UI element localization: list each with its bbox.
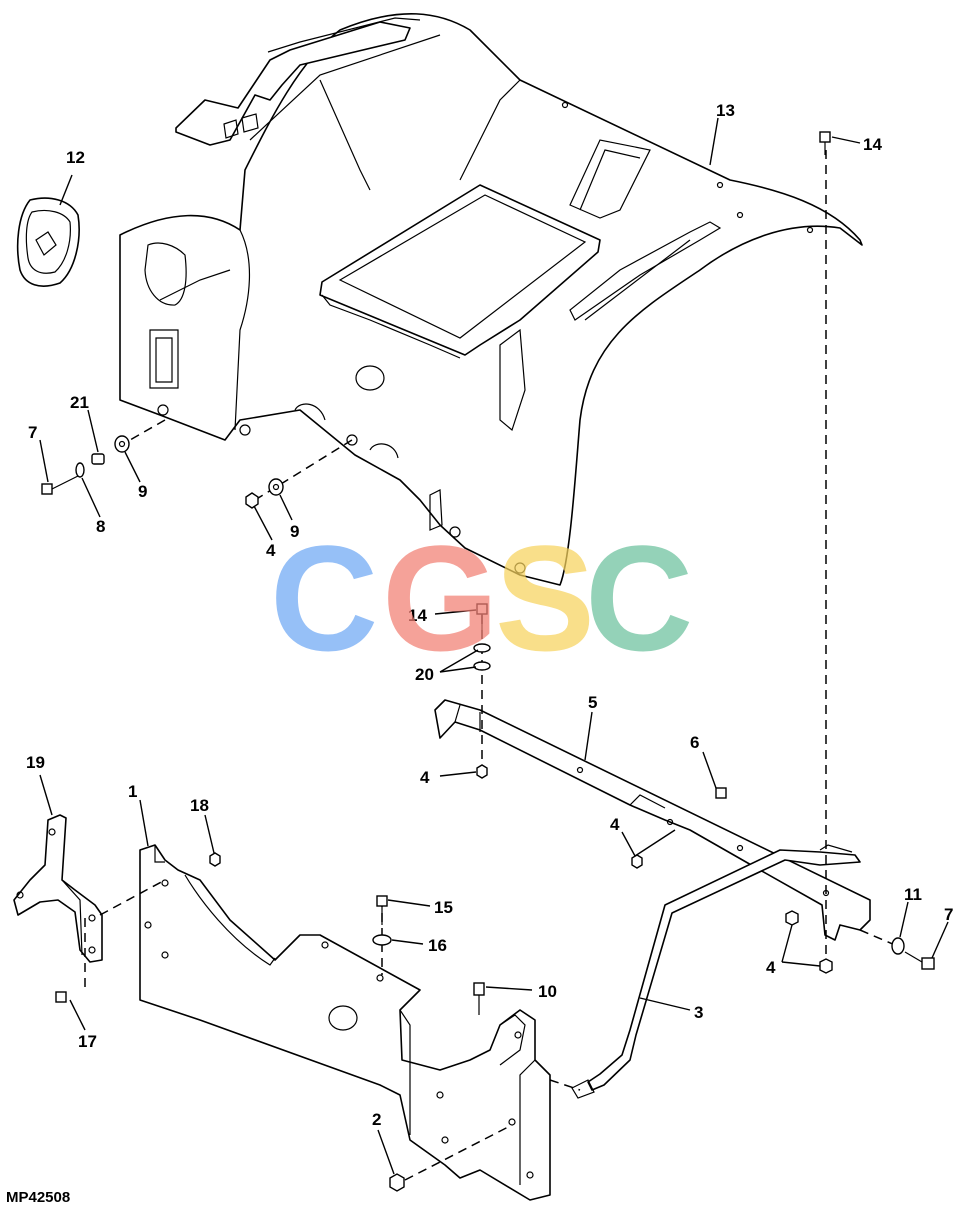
callout-9-right: 9 [290,522,299,541]
washer-9a [114,435,130,453]
callout-4-right: 4 [766,958,776,977]
bolt-6 [715,787,727,799]
callout-21: 21 [70,393,89,412]
callout-3: 3 [694,1003,703,1022]
washer-8 [75,462,85,478]
callout-17: 17 [78,1032,97,1051]
washer-16 [372,934,392,946]
watermark-letter-4: C [585,514,693,682]
callout-10: 10 [538,982,557,1001]
nut-4c [631,854,643,869]
nut-4a [245,492,259,509]
bolt-7-right [904,951,935,970]
callout-18: 18 [190,796,209,815]
callout-19: 19 [26,753,45,772]
callout-4-upper: 4 [266,541,276,560]
callout-9-left: 9 [138,482,147,501]
bolt-14-top [819,131,831,155]
washer-9b [268,478,284,496]
watermark-letter-3: S [495,514,595,682]
callout-4-mid: 4 [420,768,430,787]
callout-13: 13 [716,101,735,120]
washer-11 [891,937,905,955]
support-plate [139,844,551,1201]
leader-lines [39,117,949,1175]
callout-14-top: 14 [863,135,882,154]
front-bracket [434,699,871,941]
callout-4-right-top: 4 [610,815,620,834]
hardware [41,131,935,1192]
watermark: C G S C [270,514,693,682]
spacer-21 [91,453,105,465]
callout-15: 15 [434,898,453,917]
figure-id: MP42508 [6,1189,70,1206]
watermark-letter-1: C [270,514,378,682]
side-bracket [13,814,103,963]
callout-11: 11 [904,885,922,904]
callout-12: 12 [66,148,85,167]
callout-14-mid: 14 [408,606,427,625]
callout-5: 5 [588,693,597,712]
rod [571,844,861,1099]
callout-2: 2 [372,1110,381,1129]
bolt-17 [55,991,67,1003]
nut-4b [476,764,488,779]
watermark-letter-2: G [382,514,499,682]
callout-7-right: 7 [944,905,953,924]
bolt-2 [389,1173,405,1192]
callout-16: 16 [428,936,447,955]
bolt-15 [376,895,388,925]
bolt-10 [473,982,485,1015]
bolt-7-left [41,475,79,495]
callout-8: 8 [96,517,105,536]
callout-1: 1 [128,782,137,801]
bolt-14-mid [476,603,488,630]
nut-4d [785,910,833,974]
callout-7-left: 7 [28,423,37,442]
callout-20: 20 [415,665,434,684]
callout-labels: 12 13 14 21 7 9 8 4 9 14 20 5 6 4 19 1 1… [26,101,953,1129]
nut-18 [209,852,221,867]
fender-deck [119,13,863,586]
decal [16,197,80,287]
callout-6: 6 [690,733,699,752]
